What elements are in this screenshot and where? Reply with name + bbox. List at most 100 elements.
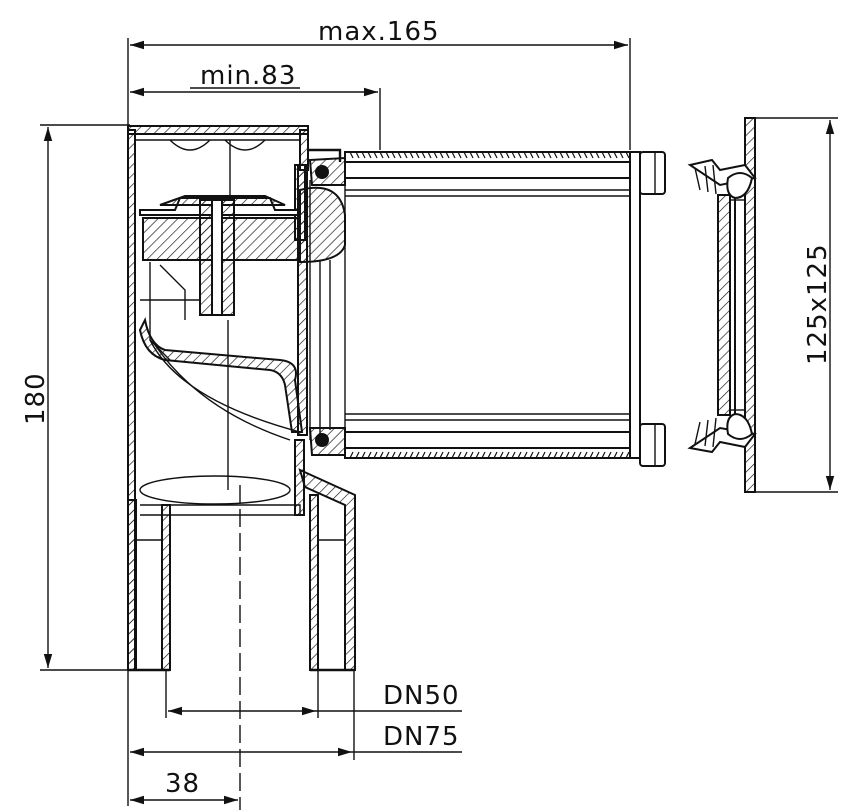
thread-tick [373, 451, 378, 459]
thread-tick [493, 451, 498, 459]
thread-tick [421, 151, 426, 159]
thread-tick [523, 451, 528, 459]
thread-tick [625, 451, 630, 459]
thread-tick [619, 451, 624, 459]
thread-tick [373, 151, 378, 159]
thread-tick [601, 151, 606, 159]
thread-tick [361, 451, 366, 459]
thread-tick [577, 451, 582, 459]
thread-tick [589, 151, 594, 159]
thread-tick [535, 451, 540, 459]
thread-tick [577, 151, 582, 159]
thread-tick [415, 151, 420, 159]
thread-tick [469, 151, 474, 159]
thread-tick [625, 151, 630, 159]
thread-tick [355, 451, 360, 459]
thread-tick [385, 451, 390, 459]
thread-tick [547, 451, 552, 459]
thread-tick [451, 151, 456, 159]
thread-tick [559, 151, 564, 159]
thread-tick [481, 451, 486, 459]
thread-tick [613, 451, 618, 459]
thread-tick [445, 151, 450, 159]
thread-tick [445, 451, 450, 459]
thread-tick [553, 151, 558, 159]
thread-tick [505, 451, 510, 459]
thread-tick [385, 151, 390, 159]
dimension-125x125: 125x125 [752, 117, 838, 493]
thread-tick [433, 151, 438, 159]
thread-tick [391, 151, 396, 159]
thread-tick [589, 451, 594, 459]
dimension-min-83: min.83 [130, 61, 381, 150]
thread-tick [613, 151, 618, 159]
max-165-label: max.165 [318, 17, 440, 47]
thread-tick [511, 151, 516, 159]
thread-tick [403, 451, 408, 459]
trap-body [127, 125, 356, 672]
thread-tick [355, 151, 360, 159]
thread-tick [565, 451, 570, 459]
thread-tick [535, 151, 540, 159]
thread-tick [571, 451, 576, 459]
thread-tick [583, 151, 588, 159]
dn75-label: DN75 [383, 722, 460, 752]
threaded-sleeve [344, 151, 666, 467]
thread-tick [475, 151, 480, 159]
thread-tick [433, 451, 438, 459]
thread-tick [511, 451, 516, 459]
frame-125x125-label: 125x125 [803, 243, 833, 365]
thread-tick [607, 451, 612, 459]
thread-tick [607, 151, 612, 159]
thread-tick [595, 451, 600, 459]
thread-tick [523, 151, 528, 159]
thread-tick [367, 151, 372, 159]
thread-tick [361, 151, 366, 159]
thread-tick [517, 151, 522, 159]
thread-tick [439, 451, 444, 459]
thread-tick [487, 451, 492, 459]
thread-tick [409, 451, 414, 459]
thread-tick [481, 151, 486, 159]
min-83-label: min.83 [200, 61, 296, 91]
thread-tick [595, 151, 600, 159]
thread-tick [565, 151, 570, 159]
height-180-label: 180 [21, 372, 51, 425]
thread-tick [469, 451, 474, 459]
dimension-dn75: DN75 [127, 670, 462, 806]
thread-tick [463, 151, 468, 159]
thread-tick [547, 151, 552, 159]
dimension-180: 180 [21, 124, 130, 671]
thread-tick [463, 451, 468, 459]
dimension-dn50: DN50 [165, 670, 462, 718]
thread-tick [397, 451, 402, 459]
thread-tick [559, 451, 564, 459]
thread-tick [475, 451, 480, 459]
thread-tick [457, 151, 462, 159]
thread-tick [379, 451, 384, 459]
thread-tick [421, 451, 426, 459]
thread-tick [619, 151, 624, 159]
thread-tick [541, 451, 546, 459]
thread-tick [427, 151, 432, 159]
thread-tick [349, 151, 354, 159]
thread-tick [349, 451, 354, 459]
thread-tick [487, 151, 492, 159]
thread-tick [379, 151, 384, 159]
thread-tick [601, 451, 606, 459]
thread-tick [583, 451, 588, 459]
thread-tick [529, 151, 534, 159]
thread-tick [367, 451, 372, 459]
thread-tick [499, 151, 504, 159]
frame-cover [687, 117, 757, 493]
offset-38-label: 38 [165, 769, 200, 799]
thread-tick [493, 151, 498, 159]
dn50-label: DN50 [383, 681, 460, 711]
thread-tick [403, 151, 408, 159]
thread-tick [391, 451, 396, 459]
dimension-38: 38 [130, 769, 238, 805]
thread-tick [427, 451, 432, 459]
thread-tick [553, 451, 558, 459]
thread-tick [457, 451, 462, 459]
